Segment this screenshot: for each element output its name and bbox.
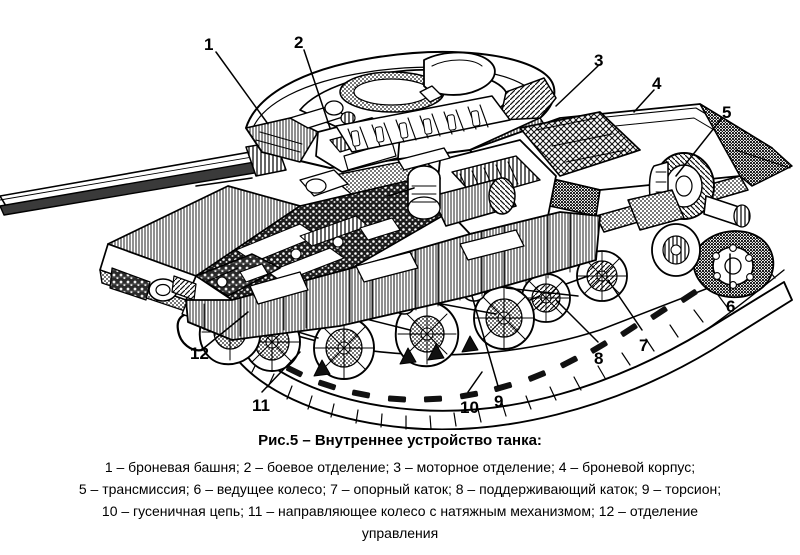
callout-number-7: 7	[639, 336, 649, 355]
tank-cutaway-diagram: 1 2 3 4 5 6 7 8 9 10 11 12	[0, 33, 793, 430]
callout-number-4: 4	[652, 74, 662, 93]
callout-number-1: 1	[204, 35, 214, 54]
leader-11	[261, 351, 301, 393]
leader-5	[675, 117, 723, 177]
caption-line-4: управления	[361, 525, 439, 541]
ammunition-rack	[335, 95, 511, 153]
callout-number-10: 10	[460, 398, 479, 417]
callout-number-5: 5	[722, 103, 732, 122]
hull-front-glacis	[99, 177, 301, 313]
leader-4	[633, 89, 655, 113]
figure-title: Рис.5 – Внутреннее устройство танка:	[258, 432, 542, 449]
caption-line-3: 10 – гусеничная цепь; 11 – направляющее …	[101, 503, 699, 519]
main-gun-barrel	[0, 141, 287, 216]
engine-compartment	[387, 139, 557, 235]
figure-caption-block: Рис.5 – Внутреннее устройство танка: 1 –…	[0, 432, 800, 544]
callout-number-8: 8	[594, 349, 604, 368]
callout-number-3: 3	[594, 51, 604, 70]
callout-number-11: 11	[252, 396, 270, 415]
leader-12	[203, 311, 249, 349]
leader-10	[467, 371, 483, 393]
leader-9	[471, 295, 499, 387]
driver-compartment	[195, 253, 281, 297]
transmission-assembly	[627, 152, 751, 231]
caption-line-1: 1 – броневая башня; 2 – боевое отделение…	[104, 459, 696, 475]
callout-number-12: 12	[190, 344, 209, 363]
callout-number-6: 6	[726, 297, 736, 316]
callout-number-9: 9	[494, 392, 504, 411]
leader-1	[215, 51, 269, 125]
callout-number-2: 2	[294, 33, 304, 52]
lower-hull-side	[185, 211, 601, 341]
caption-line-2: 5 – трансмиссия; 6 – ведущее колесо; 7 –…	[78, 481, 722, 497]
leader-8	[555, 299, 599, 343]
callout-leader-lines	[203, 49, 731, 393]
leader-7	[607, 279, 643, 331]
leader-2	[303, 49, 331, 129]
drive-sprocket	[692, 230, 775, 299]
tank-cutaway-illustration	[0, 49, 793, 430]
leader-3	[555, 65, 599, 107]
